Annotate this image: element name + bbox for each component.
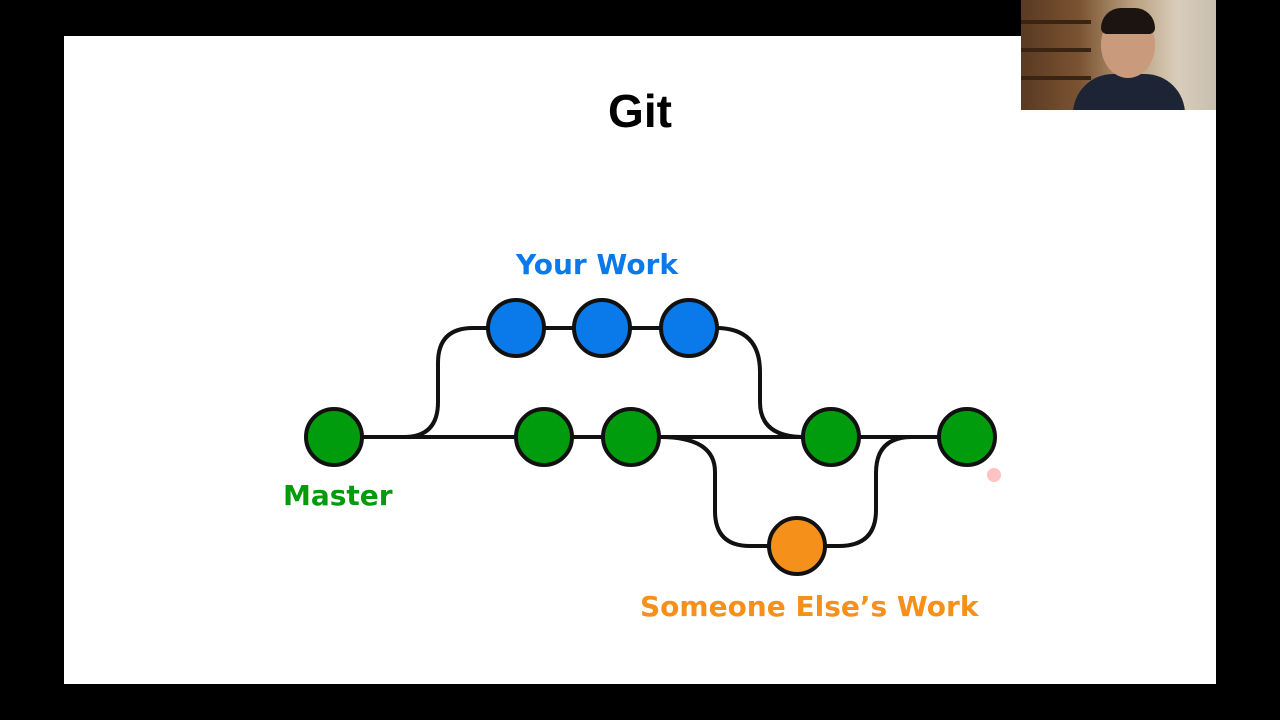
master-commit-3	[601, 407, 661, 467]
git-branch-diagram	[304, 298, 997, 576]
your-work-commit-3	[659, 298, 719, 358]
master-commit-1	[304, 407, 364, 467]
your-work-label: Your Work	[516, 248, 678, 281]
your-work-commit-1	[486, 298, 546, 358]
presenter-body	[1073, 74, 1185, 110]
mouse-cursor-icon	[987, 468, 1001, 482]
bookshelf-shelf	[1021, 20, 1091, 24]
webcam-overlay	[1021, 0, 1216, 110]
master-label: Master	[283, 479, 393, 512]
master-commit-5	[937, 407, 997, 467]
slide-title: Git	[608, 85, 672, 137]
bookshelf-shelf	[1021, 48, 1091, 52]
someone-else-label: Someone Else’s Work	[640, 590, 979, 623]
master-commit-2	[514, 407, 574, 467]
presenter-hair	[1101, 8, 1155, 34]
someone-else-commit-1	[767, 516, 827, 576]
your-work-commit-2	[572, 298, 632, 358]
slide: Git Your Work Master Someone Else’s Work	[64, 36, 1216, 684]
bookshelf-shelf	[1021, 76, 1091, 80]
master-commit-4	[801, 407, 861, 467]
